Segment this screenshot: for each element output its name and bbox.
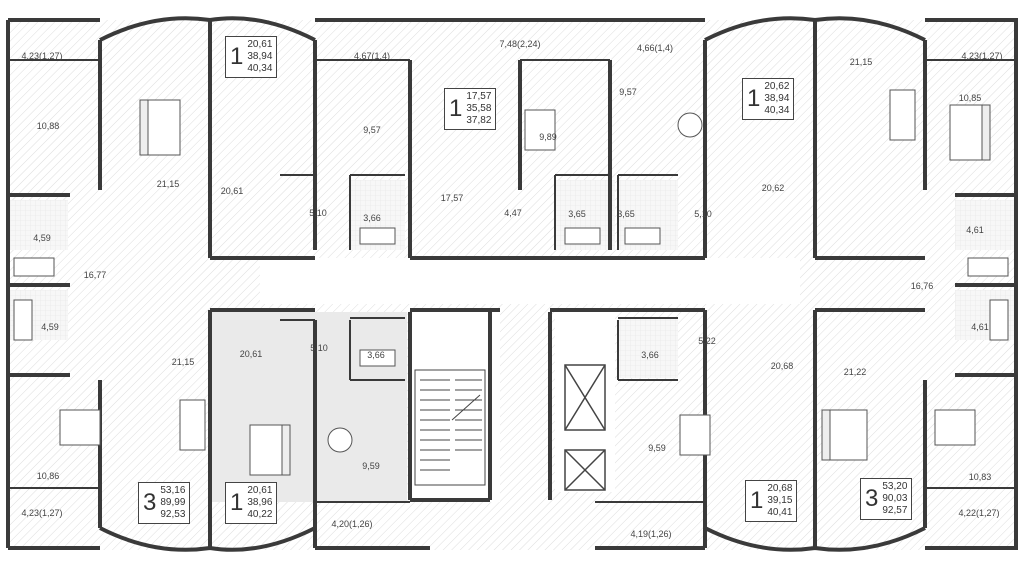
apartment-card: 3 53,16 89,99 92,53 [138,482,191,524]
room-area-label: 4,20(1,26) [331,519,373,529]
room-area-label: 9,89 [539,132,557,142]
apartment-card: 1 20,62 38,94 40,34 [742,78,795,120]
apartment-total-area: 38,96 [247,497,273,508]
room-area-label: 20,68 [770,361,794,371]
room-area-label: 4,23(1,27) [21,508,63,518]
room-area-label: 4,23(1,27) [961,51,1003,61]
apartment-card: 1 20,61 38,96 40,22 [225,482,278,524]
apartment-living-area: 20,61 [247,485,273,496]
room-area-label: 4,66(1,4) [636,43,674,53]
room-area-label: 3,66 [641,350,659,360]
apartment-card: 1 20,61 38,94 40,34 [225,36,278,78]
room-area-label: 20,62 [761,183,785,193]
staircase [414,369,486,486]
room-area-label: 21,22 [843,367,867,377]
room-area-label: 9,59 [648,443,666,453]
apartment-total-area: 38,94 [247,51,273,62]
apartment-living-area: 53,20 [882,481,908,492]
room-area-label: 16,76 [910,281,934,291]
apartment-total-area: 89,99 [160,497,186,508]
room-area-label: 4,61 [971,322,989,332]
room-area-label: 7,48(2,24) [499,39,541,49]
room-area-label: 4,67(1,4) [353,51,391,61]
room-area-label: 21,15 [849,57,873,67]
apartment-full-area: 92,53 [160,509,186,520]
floor-fill [8,20,1018,550]
apartment-total-area: 35,58 [466,103,492,114]
apartment-living-area: 20,61 [247,39,273,50]
room-area-label: 20,61 [220,186,244,196]
room-area-label: 4,61 [966,225,984,235]
room-area-label: 21,15 [171,357,195,367]
room-area-label: 10,86 [36,471,60,481]
room-area-label: 9,57 [619,87,637,97]
apartment-living-area: 17,57 [466,91,492,102]
room-area-label: 9,59 [362,461,380,471]
apartment-full-area: 40,22 [247,509,273,520]
room-area-label: 4,47 [504,208,522,218]
apartment-card: 3 53,20 90,03 92,57 [860,478,913,520]
apartment-rooms: 1 [747,85,761,112]
apartment-full-area: 40,34 [764,105,790,116]
room-area-label: 3,65 [568,209,586,219]
interior-walls [8,20,1016,548]
apartment-living-area: 53,16 [160,485,186,496]
room-area-label: 5,10 [310,343,328,353]
apartment-card: 1 17,57 35,58 37,82 [444,88,497,130]
room-area-label: 3,66 [363,213,381,223]
apartment-rooms: 1 [750,487,764,514]
elevators [564,364,606,491]
apartment-rooms: 1 [230,43,244,70]
apartment-total-area: 38,94 [764,93,790,104]
apartment-living-area: 20,62 [764,81,790,92]
room-area-label: 20,61 [239,349,263,359]
apartment-card: 1 20,68 39,15 40,41 [745,480,798,522]
apartment-rooms: 3 [865,485,879,512]
apartment-full-area: 37,82 [466,115,492,126]
room-area-label: 10,88 [36,121,60,131]
room-area-label: 16,77 [83,270,107,280]
room-area-label: 21,15 [156,179,180,189]
furniture [13,89,1009,476]
room-area-label: 9,57 [363,125,381,135]
room-area-label: 4,23(1,27) [21,51,63,61]
room-area-label: 3,66 [367,350,385,360]
room-area-label: 4,22(1,27) [958,508,1000,518]
apartment-total-area: 39,15 [767,495,793,506]
apartment-full-area: 40,34 [247,63,273,74]
apartment-living-area: 20,68 [767,483,793,494]
room-area-label: 4,59 [33,233,51,243]
apartment-full-area: 92,57 [882,505,908,516]
room-area-label: 5,22 [698,336,716,346]
room-area-label: 5,10 [694,209,712,219]
room-area-label: 10,85 [958,93,982,103]
room-area-label: 5,10 [309,208,327,218]
apartment-rooms: 1 [449,95,463,122]
room-area-label: 4,59 [41,322,59,332]
room-area-label: 3,65 [617,209,635,219]
room-area-label: 4,19(1,26) [630,529,672,539]
room-area-label: 10,83 [968,472,992,482]
apartment-rooms: 3 [143,489,157,516]
apartment-full-area: 40,41 [767,507,793,518]
apartment-rooms: 1 [230,489,244,516]
room-area-label: 17,57 [440,193,464,203]
apartment-total-area: 90,03 [882,493,908,504]
